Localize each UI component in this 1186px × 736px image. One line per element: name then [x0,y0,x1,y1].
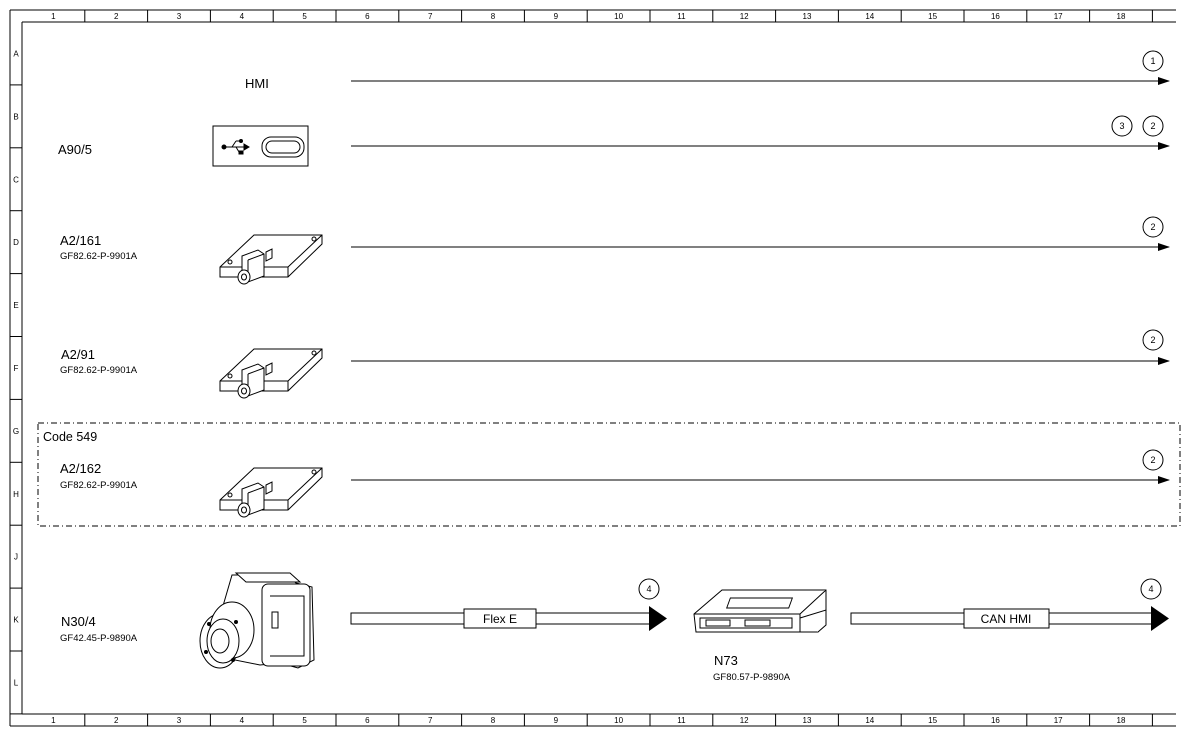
grid-column-label: 4 [240,12,245,21]
usb-port-module [212,125,309,167]
connector-number: 1 [1150,56,1155,66]
grid-column-label: 13 [803,12,812,21]
grid-column-label: 12 [740,716,749,725]
grid-column-label: 15 [928,12,937,21]
grid-column-label: 8 [491,12,496,21]
grid-row-label: C [13,175,19,184]
grid-column-label: 11 [677,716,686,725]
grid-row-label: G [13,427,19,436]
control-unit-icon [693,589,827,633]
can-hmi-bus: CAN HMI [850,606,1169,631]
grid-column-label: 18 [1117,12,1126,21]
component-id-a2-161: A2/161 [60,233,102,248]
antenna-module-icon [219,234,323,285]
connector-numbers: 1 3 2 2 2 2 4 4 [646,56,1155,594]
code-549-label: Code 549 [43,430,98,444]
grid-column-label: 5 [302,716,307,725]
usb-icon [221,139,250,155]
grid-row-label: F [14,364,19,373]
grid-column-label: 16 [991,716,1000,725]
flex-e-bus: Flex E [350,606,667,631]
grid-column-label: 8 [491,716,496,725]
grid-column-label: 2 [114,716,119,725]
grid-column-label: 3 [177,716,182,725]
part-number-n73: GF80.57-P-9890A [713,672,791,683]
grid-column-label: 9 [554,716,559,725]
part-number-a2-161: GF82.62-P-9901A [60,251,138,262]
connector-number: 2 [1150,455,1155,465]
grid-column-label: 3 [177,12,182,21]
antenna-module-icon [219,467,323,518]
connector-number: 3 [1119,121,1124,131]
grid-column-label: 14 [865,12,874,21]
grid-row-label: A [13,49,19,58]
connector-number: 4 [1148,584,1153,594]
grid-column-label: 15 [928,716,937,725]
grid-row-label: H [13,490,19,499]
grid-column-label: 16 [991,12,1000,21]
component-id-a2-91: A2/91 [61,347,95,362]
usb-c-port-icon [261,136,305,158]
diagram-frame [9,9,1176,727]
grid-row-label: J [14,553,18,562]
component-id-n73: N73 [714,653,738,668]
grid-column-label: 7 [428,12,433,21]
part-number-a2-91: GF82.62-P-9901A [60,365,138,376]
part-number-a2-162: GF82.62-P-9901A [60,480,138,491]
component-id-a90-5: A90/5 [58,142,92,157]
grid-row-label: K [13,616,19,625]
grid-column-label: 5 [302,12,307,21]
antenna-module-icon [219,348,323,399]
grid-column-label: 1 [51,12,56,21]
hmi-title: HMI [245,76,269,91]
grid-column-label: 17 [1054,12,1063,21]
grid-column-label: 6 [365,716,370,725]
grid-row-label: D [13,238,19,247]
flex-e-label: Flex E [483,612,517,626]
grid-column-label: 13 [803,716,812,725]
component-id-n30-4: N30/4 [61,614,96,629]
grid-column-label: 17 [1054,716,1063,725]
connector-number: 4 [646,584,651,594]
grid-column-label: 7 [428,716,433,725]
component-id-a2-162: A2/162 [60,461,102,476]
grid-column-label: 2 [114,12,119,21]
grid-column-label: 4 [240,716,245,725]
grid-column-label: 1 [51,716,56,725]
signal-lines [351,77,1170,484]
code-549-box [37,422,1181,527]
connector-number: 2 [1150,335,1155,345]
grid-column-label: 10 [614,716,623,725]
grid-row-label: E [13,301,18,310]
connector-number: 2 [1150,222,1155,232]
grid-row-label: B [13,112,18,121]
grid-column-label: 9 [554,12,559,21]
part-number-n30-4: GF42.45-P-9890A [60,633,138,644]
connector-number: 2 [1150,121,1155,131]
grid-column-label: 11 [677,12,686,21]
grid-rows: A B C D E F G H J K L [10,49,22,715]
grid-row-label: L [14,678,19,687]
grid-column-label: 14 [865,716,874,725]
grid-column-label: 6 [365,12,370,21]
grid-column-label: 12 [740,12,749,21]
grid-column-label: 10 [614,12,623,21]
camera-icon [199,572,315,669]
connector-markers [638,50,1164,600]
can-hmi-label: CAN HMI [981,612,1032,626]
grid-column-label: 18 [1117,716,1126,725]
